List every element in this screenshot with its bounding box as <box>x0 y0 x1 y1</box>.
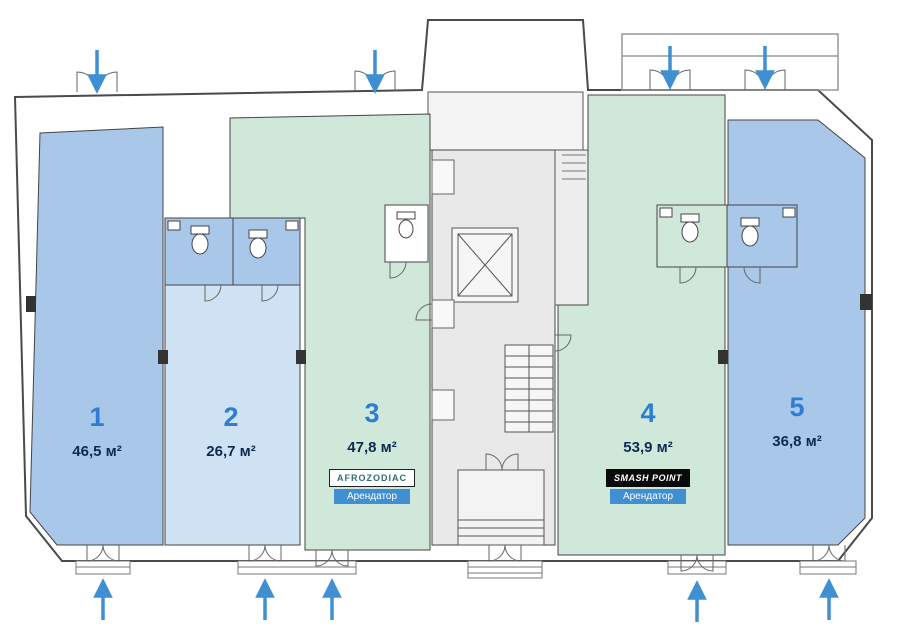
unit-1-region[interactable] <box>29 126 164 546</box>
toilet-icon <box>680 213 700 243</box>
porch-steps <box>75 560 857 579</box>
tenant-label-badge: Арендатор <box>609 489 687 504</box>
tenant-name-badge: SMASH POINT <box>605 469 691 487</box>
tenant-badge: SMASH POINT Арендатор <box>605 469 691 504</box>
unit-number: 4 <box>640 398 656 428</box>
entrance-arrow-bottom <box>687 580 707 622</box>
service-shafts <box>431 159 455 421</box>
unit-area: 53,9 м² <box>623 439 673 456</box>
tower-zone <box>427 91 584 151</box>
bathroom-block-a <box>164 217 301 286</box>
unit-area: 26,7 м² <box>206 443 256 460</box>
stairs-icon <box>504 344 554 433</box>
unit-4-label[interactable]: 4 53,9 м² SMASH POINT Арендатор <box>605 398 691 504</box>
entrance-arrow-top <box>87 50 107 94</box>
unit-number: 5 <box>789 392 805 422</box>
elevator-icon <box>451 227 519 303</box>
core-service-strip <box>554 149 589 306</box>
toilet-icon <box>248 229 268 259</box>
entrance-arrows <box>87 46 839 622</box>
unit-number: 3 <box>364 398 380 428</box>
bathroom-block-b <box>656 204 798 268</box>
balcony-outline <box>621 33 839 91</box>
wall-columns <box>26 294 872 364</box>
lobby-steps <box>457 469 545 546</box>
tenant-badge: AFROZODIAC Арендатор <box>329 469 415 504</box>
toilet-icon <box>396 211 416 239</box>
entrance-arrow-top <box>755 46 775 90</box>
entrance-arrow-bottom <box>819 578 839 620</box>
toilet-icon <box>740 217 760 247</box>
unit-area: 46,5 м² <box>72 443 122 460</box>
tenant-label-badge: Арендатор <box>333 489 411 504</box>
unit-number: 2 <box>223 402 239 432</box>
unit-3-label[interactable]: 3 47,8 м² AFROZODIAC Арендатор <box>329 398 415 504</box>
unit-area: 36,8 м² <box>772 433 822 450</box>
entrance-arrow-top <box>365 50 385 94</box>
unit-2-label[interactable]: 2 26,7 м² <box>206 402 255 460</box>
entrance-arrow-bottom <box>255 578 275 620</box>
toilet-icon <box>190 225 210 255</box>
unit-area: 47,8 м² <box>347 439 397 456</box>
unit-5-label[interactable]: 5 36,8 м² <box>772 392 821 450</box>
unit-number: 1 <box>89 402 105 432</box>
unit-5-region[interactable] <box>727 119 866 546</box>
entrance-arrow-bottom <box>322 578 342 620</box>
unit-1-label[interactable]: 1 46,5 м² <box>72 402 121 460</box>
tenant-name-badge: AFROZODIAC <box>329 469 415 487</box>
entrance-arrow-top <box>660 46 680 90</box>
upper-stairs-icon <box>562 154 586 180</box>
entrance-arrow-bottom <box>93 578 113 620</box>
wc-room-unit3 <box>384 204 429 263</box>
